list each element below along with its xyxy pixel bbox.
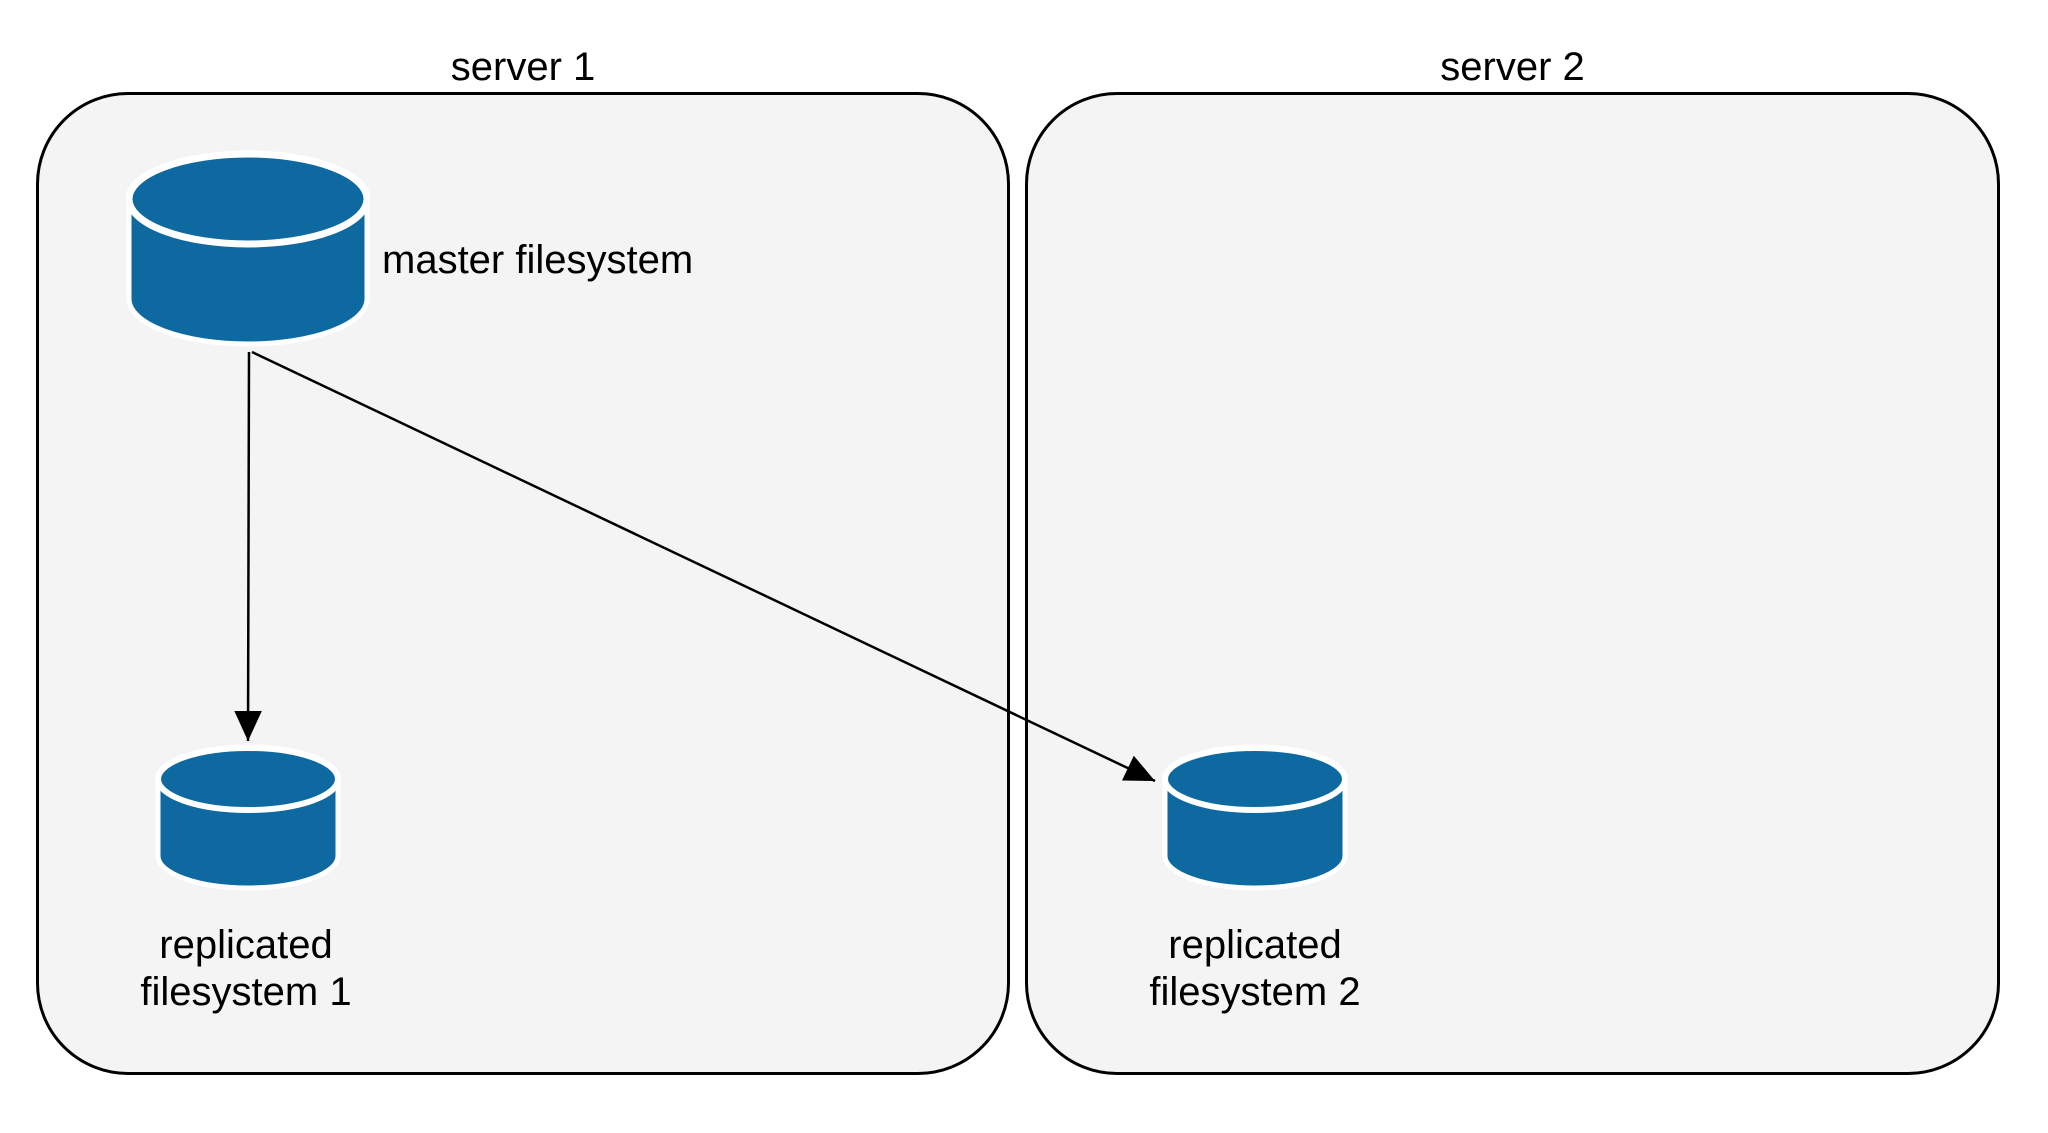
replicated-filesystem-2-label-line1: replicated	[1168, 923, 1342, 967]
replicated-filesystem-1-label: replicated filesystem 1	[96, 922, 396, 1016]
replicated-filesystem-2-label-line2: filesystem 2	[1149, 970, 1361, 1014]
server-2-box	[1025, 92, 2000, 1075]
master-filesystem-database-cylinder-icon	[125, 150, 371, 347]
server-1-label: server 1	[450, 45, 596, 89]
master-filesystem-label: master filesystem	[382, 238, 694, 282]
replicated-filesystem-1-database-cylinder-icon	[155, 744, 341, 891]
replicated-filesystem-1-label-line1: replicated	[159, 923, 333, 967]
replicated-filesystem-2-database-cylinder-icon	[1162, 744, 1348, 891]
server-2-label: server 2	[1440, 45, 1585, 89]
replicated-filesystem-2-label: replicated filesystem 2	[1105, 922, 1405, 1016]
replicated-filesystem-1-label-line2: filesystem 1	[140, 970, 352, 1014]
